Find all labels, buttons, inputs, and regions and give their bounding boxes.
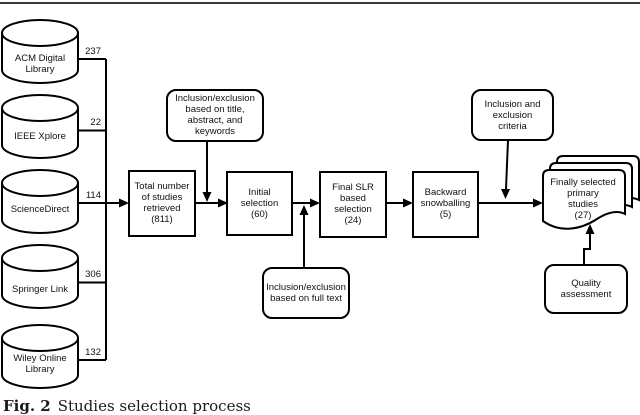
figure-caption: Fig. 2 Studies selection process <box>3 397 251 415</box>
database-cylinder-springer <box>1 244 79 309</box>
step-label-initial-selection: Initial selection (60) <box>240 187 279 220</box>
criteria-label-inclusion-exclusion: Inclusion and exclusion criteria <box>484 99 541 132</box>
db-label-sciencedirect: ScienceDirect <box>10 204 70 215</box>
db-label-springer: Springer Link <box>12 284 68 295</box>
collector-lines <box>78 58 107 361</box>
figure-caption-number: Fig. 2 <box>3 397 51 415</box>
db-count-sciencedirect: 114 <box>85 190 101 201</box>
db-count-springer: 306 <box>85 269 101 280</box>
figure-caption-text: Studies selection process <box>57 397 251 415</box>
inclusion-fulltext-callout <box>262 267 350 319</box>
quality-assessment-callout <box>544 264 628 314</box>
db-count-wiley: 132 <box>85 347 101 358</box>
database-cylinder-wiley <box>1 324 79 389</box>
inclusion-title-callout <box>166 89 264 142</box>
step-label-final-studies: Finally selected primary studies (27) <box>550 177 616 221</box>
arrow-total-to-initial <box>195 198 228 208</box>
arrow-title-criteria-down <box>202 141 212 202</box>
final-studies-document-stack <box>542 155 640 230</box>
initial-selection-box <box>226 171 293 236</box>
criteria-label-title-abstract: Inclusion/exclusion based on title, abst… <box>175 93 255 137</box>
inclusion-criteria-callout <box>471 89 554 141</box>
arrow-initial-to-final <box>292 198 320 208</box>
db-count-acm: 237 <box>85 46 101 57</box>
final-slr-box <box>319 171 387 238</box>
database-cylinder-acm <box>1 19 79 84</box>
arrow-criteria-down <box>501 139 510 199</box>
backward-snowballing-box <box>412 171 479 238</box>
criteria-label-quality: Quality assessment <box>560 278 612 300</box>
criteria-label-fulltext: Inclusion/exclusion based on full text <box>266 282 346 304</box>
arrow-collector-to-total <box>106 198 129 208</box>
db-label-acm: ACM Digital Library <box>14 53 66 75</box>
step-label-backward-snowballing: Backward snowballing (5) <box>420 187 471 220</box>
arrow-fulltext-criteria-up <box>299 205 309 268</box>
arrow-backward-to-final-studies <box>478 198 543 208</box>
db-count-ieee: 22 <box>90 117 101 128</box>
database-cylinder-sciencedirect <box>1 169 79 234</box>
db-label-ieee: IEEE Xplore <box>14 131 66 142</box>
arrow-final-to-backward <box>386 198 413 208</box>
database-cylinder-ieee <box>1 94 79 159</box>
step-label-final-slr: Final SLR based selection (24) <box>332 182 374 226</box>
arrow-quality-up <box>583 224 595 265</box>
db-label-wiley: Wiley Online Library <box>13 353 67 375</box>
step-label-total-retrieved: Total number of studies retrieved (811) <box>134 181 190 225</box>
